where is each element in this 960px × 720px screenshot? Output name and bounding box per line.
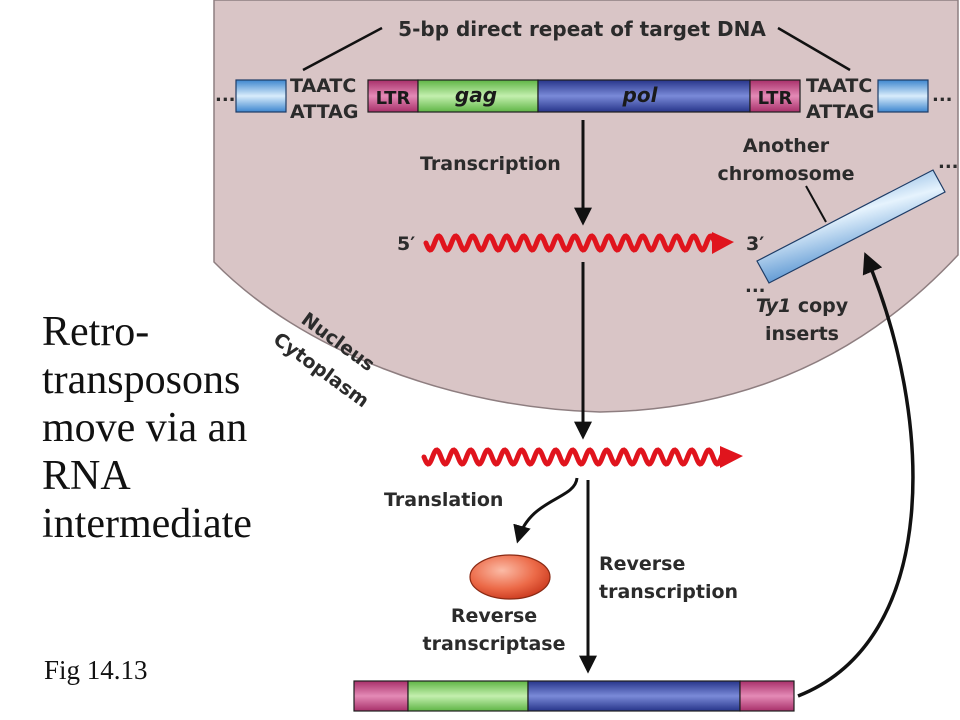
cdna-gag — [407, 680, 529, 712]
left-repeat-top: TAATC — [290, 75, 356, 97]
another-chromosome — [756, 169, 946, 284]
rna-5prime-label: 5′ — [397, 233, 415, 255]
right-repeat-top: TAATC — [806, 75, 872, 97]
caption-line: intermediate — [42, 501, 252, 547]
insertion-arrow — [797, 252, 915, 698]
flank-right — [877, 79, 929, 113]
reverse-transcriptase-line2: transcriptase — [423, 633, 566, 655]
caption-line: RNA — [42, 453, 131, 499]
ltr-right-label: LTR — [758, 88, 793, 109]
right-repeat-bottom: ATTAG — [806, 101, 874, 123]
reverse-transcription-line1: Reverse — [599, 553, 685, 575]
chromosome-ellipsis-top: ... — [938, 152, 959, 173]
repeat-bracket-right — [777, 26, 851, 72]
caption-line: move via an — [42, 405, 248, 451]
chromosome-pointer — [805, 185, 827, 223]
ty1-insert-line1: Ty1 copy — [756, 295, 849, 317]
reverse-transcriptase-enzyme — [469, 554, 551, 600]
another-chromosome-line2: chromosome — [717, 163, 854, 185]
ltr-right-segment — [749, 79, 801, 113]
rna-wave-cytoplasm — [421, 447, 725, 467]
left-repeat-bottom: ATTAG — [290, 101, 358, 123]
gag-label: gag — [455, 83, 497, 107]
rna-arrowhead-cytoplasm — [720, 446, 743, 468]
rna-wave-nucleus — [423, 233, 718, 253]
repeat-bracket-left — [302, 26, 383, 72]
caption-line: Retro- — [42, 309, 150, 355]
figure-label: Fig 14.13 — [44, 655, 148, 685]
translation-arrow — [513, 477, 579, 544]
ltr-left-segment — [367, 79, 419, 113]
main-caption: Retro- transposons move via an RNA inter… — [42, 308, 287, 548]
direct-repeat-label: 5-bp direct repeat of target DNA — [398, 17, 766, 41]
ty1-insert-line2: inserts — [765, 323, 839, 345]
chromosome-ellipsis-bottom: ... — [745, 276, 766, 297]
ellipsis-right: ... — [932, 85, 953, 106]
nucleus-region — [213, 0, 959, 413]
ltr-left-label: LTR — [376, 88, 411, 109]
caption-line: transposons — [42, 357, 241, 403]
pol-label: pol — [622, 83, 659, 107]
reverse-transcriptase-line1: Reverse — [451, 605, 537, 627]
cdna-ltr-left — [353, 680, 409, 712]
translation-label: Translation — [384, 489, 503, 511]
rna-arrowhead-nucleus — [712, 232, 734, 254]
cdna-pol — [527, 680, 741, 712]
ellipsis-left: ... — [215, 85, 236, 106]
another-chromosome-line1: Another — [743, 135, 830, 157]
rna-3prime-label: 3′ — [746, 233, 764, 255]
pol-segment — [537, 79, 751, 113]
cdna-ltr-right — [739, 680, 795, 712]
reverse-transcription-line2: transcription — [599, 581, 738, 603]
transcription-label: Transcription — [420, 153, 561, 175]
flank-left — [235, 79, 287, 113]
